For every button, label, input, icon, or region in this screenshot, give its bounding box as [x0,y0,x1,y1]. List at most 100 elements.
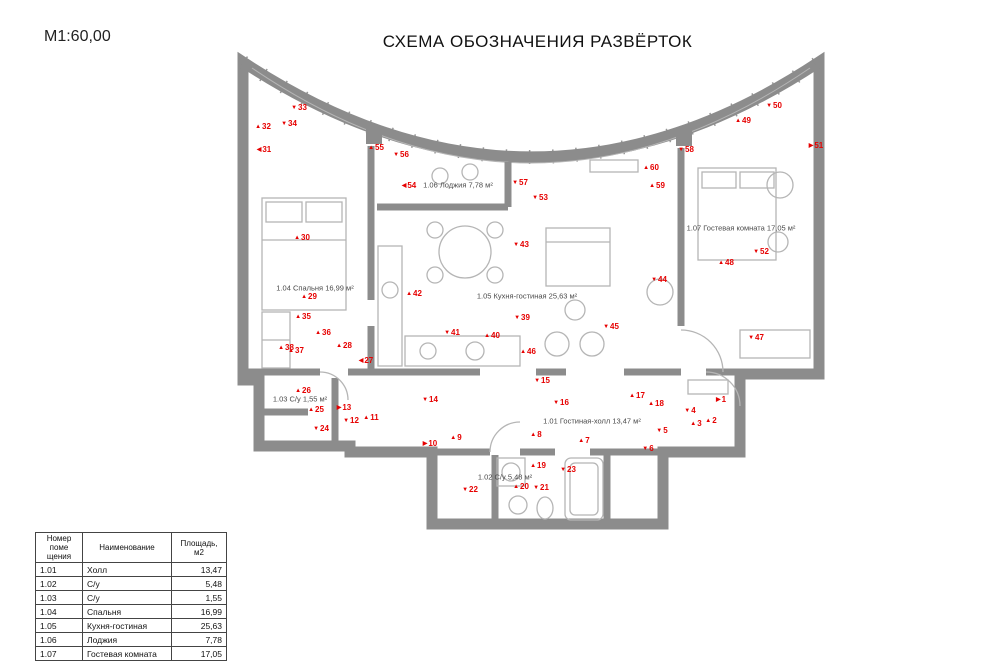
table-cell: С/у [82,576,172,591]
marker-arrow-icon: ▼ [513,242,520,248]
elevation-marker: ▼56 [393,151,409,159]
elevation-marker: ▲46 [520,348,536,356]
marker-arrow-icon: ▲ [315,330,322,336]
marker-number: 42 [413,289,422,298]
elevation-marker: ▶10 [423,440,438,448]
marker-arrow-icon: ◀ [401,183,407,189]
table-header-cell: Наименование [82,532,172,563]
marker-number: 25 [315,405,324,414]
elevation-marker: ▼5 [656,427,667,435]
table-cell: 1.02 [35,576,83,591]
elevation-marker: ◀31 [257,146,272,154]
marker-arrow-icon: ▼ [343,418,350,424]
marker-arrow-icon: ▼ [533,485,540,491]
elevation-marker: ▼33 [291,104,307,112]
elevation-marker: ▲42 [406,290,422,298]
marker-number: 55 [375,143,384,152]
marker-arrow-icon: ▼ [534,378,541,384]
marker-arrow-icon: ▲ [336,343,343,349]
marker-number: 2 [712,416,717,425]
elevation-marker: ▼12 [343,417,359,425]
marker-arrow-icon: ▼ [656,428,663,434]
table-cell: С/у [82,590,172,605]
elevation-marker: ▲60 [643,164,659,172]
marker-number: 49 [742,116,751,125]
marker-number: 1 [721,395,727,404]
elevation-marker: ▲7 [578,437,589,445]
marker-number: 24 [320,424,329,433]
elevation-marker: ▲30 [294,234,310,242]
marker-number: 12 [350,416,359,425]
marker-number: 51 [814,141,824,150]
elevation-marker: ▼24 [313,425,329,433]
marker-arrow-icon: ▶ [715,397,721,403]
marker-arrow-icon: ▲ [705,418,712,424]
marker-arrow-icon: ▼ [678,147,685,153]
marker-number: 15 [541,376,550,385]
table-cell: 13,47 [171,562,227,577]
marker-number: 16 [560,398,569,407]
table-cell: 7,78 [171,632,227,647]
marker-arrow-icon: ▼ [748,335,755,341]
marker-arrow-icon: ▼ [281,121,288,127]
marker-arrow-icon: ▲ [295,314,302,320]
elevation-marker: ▶13 [337,404,352,412]
marker-arrow-icon: ◀ [358,358,364,364]
marker-number: 34 [288,119,297,128]
room-label: 1.05 Кухня-гостиная 25,63 м² [476,291,578,301]
elevation-marker: ▼52 [753,248,769,256]
marker-arrow-icon: ▲ [278,345,285,351]
elevation-marker: ▼39 [514,314,530,322]
elevation-marker: ▼53 [532,194,548,202]
table-cell: Холл [82,562,172,577]
marker-arrow-icon: ▲ [294,235,301,241]
marker-arrow-icon: ▼ [684,408,691,414]
marker-arrow-icon: ▲ [530,432,537,438]
marker-number: 26 [302,386,311,395]
floor-plan [237,51,825,530]
marker-arrow-icon: ▲ [308,407,315,413]
elevation-marker: ▼15 [534,377,550,385]
marker-number: 59 [656,181,665,190]
marker-arrow-icon: ▼ [532,195,539,201]
marker-arrow-icon: ◀ [256,147,262,153]
marker-arrow-icon: ▲ [363,415,370,421]
facade-inner-line [251,67,811,164]
table-cell: Лоджия [82,632,172,647]
marker-number: 52 [760,247,769,256]
marker-number: 17 [636,391,645,400]
room-label: 1.03 С/у 1,55 м² [272,394,328,404]
marker-arrow-icon: ▼ [553,400,560,406]
marker-number: 45 [610,322,619,331]
elevation-marker: ▲36 [315,329,331,337]
table-cell: 1,55 [171,590,227,605]
elevation-marker: ▲32 [255,123,271,131]
marker-number: 33 [298,103,307,112]
table-cell: 16,99 [171,604,227,619]
marker-number: 9 [457,433,462,442]
marker-arrow-icon: ▼ [444,330,451,336]
table-cell: 1.01 [35,562,83,577]
elevation-marker: ▼41 [444,329,460,337]
elevation-marker: ▼45 [603,323,619,331]
elevation-marker: ▲3 [690,420,701,428]
marker-number: 53 [539,193,548,202]
elevation-marker: ▲35 [295,313,311,321]
marker-arrow-icon: ▲ [301,294,308,300]
elevation-marker: ▼6 [642,445,653,453]
elevation-marker: ◀27 [359,357,374,365]
marker-arrow-icon: ▲ [368,145,375,151]
table-cell: 5,48 [171,576,227,591]
elevation-marker: ◀54 [402,182,417,190]
marker-number: 6 [649,444,654,453]
marker-arrow-icon: ▲ [643,165,650,171]
marker-arrow-icon: ▶ [422,441,428,447]
